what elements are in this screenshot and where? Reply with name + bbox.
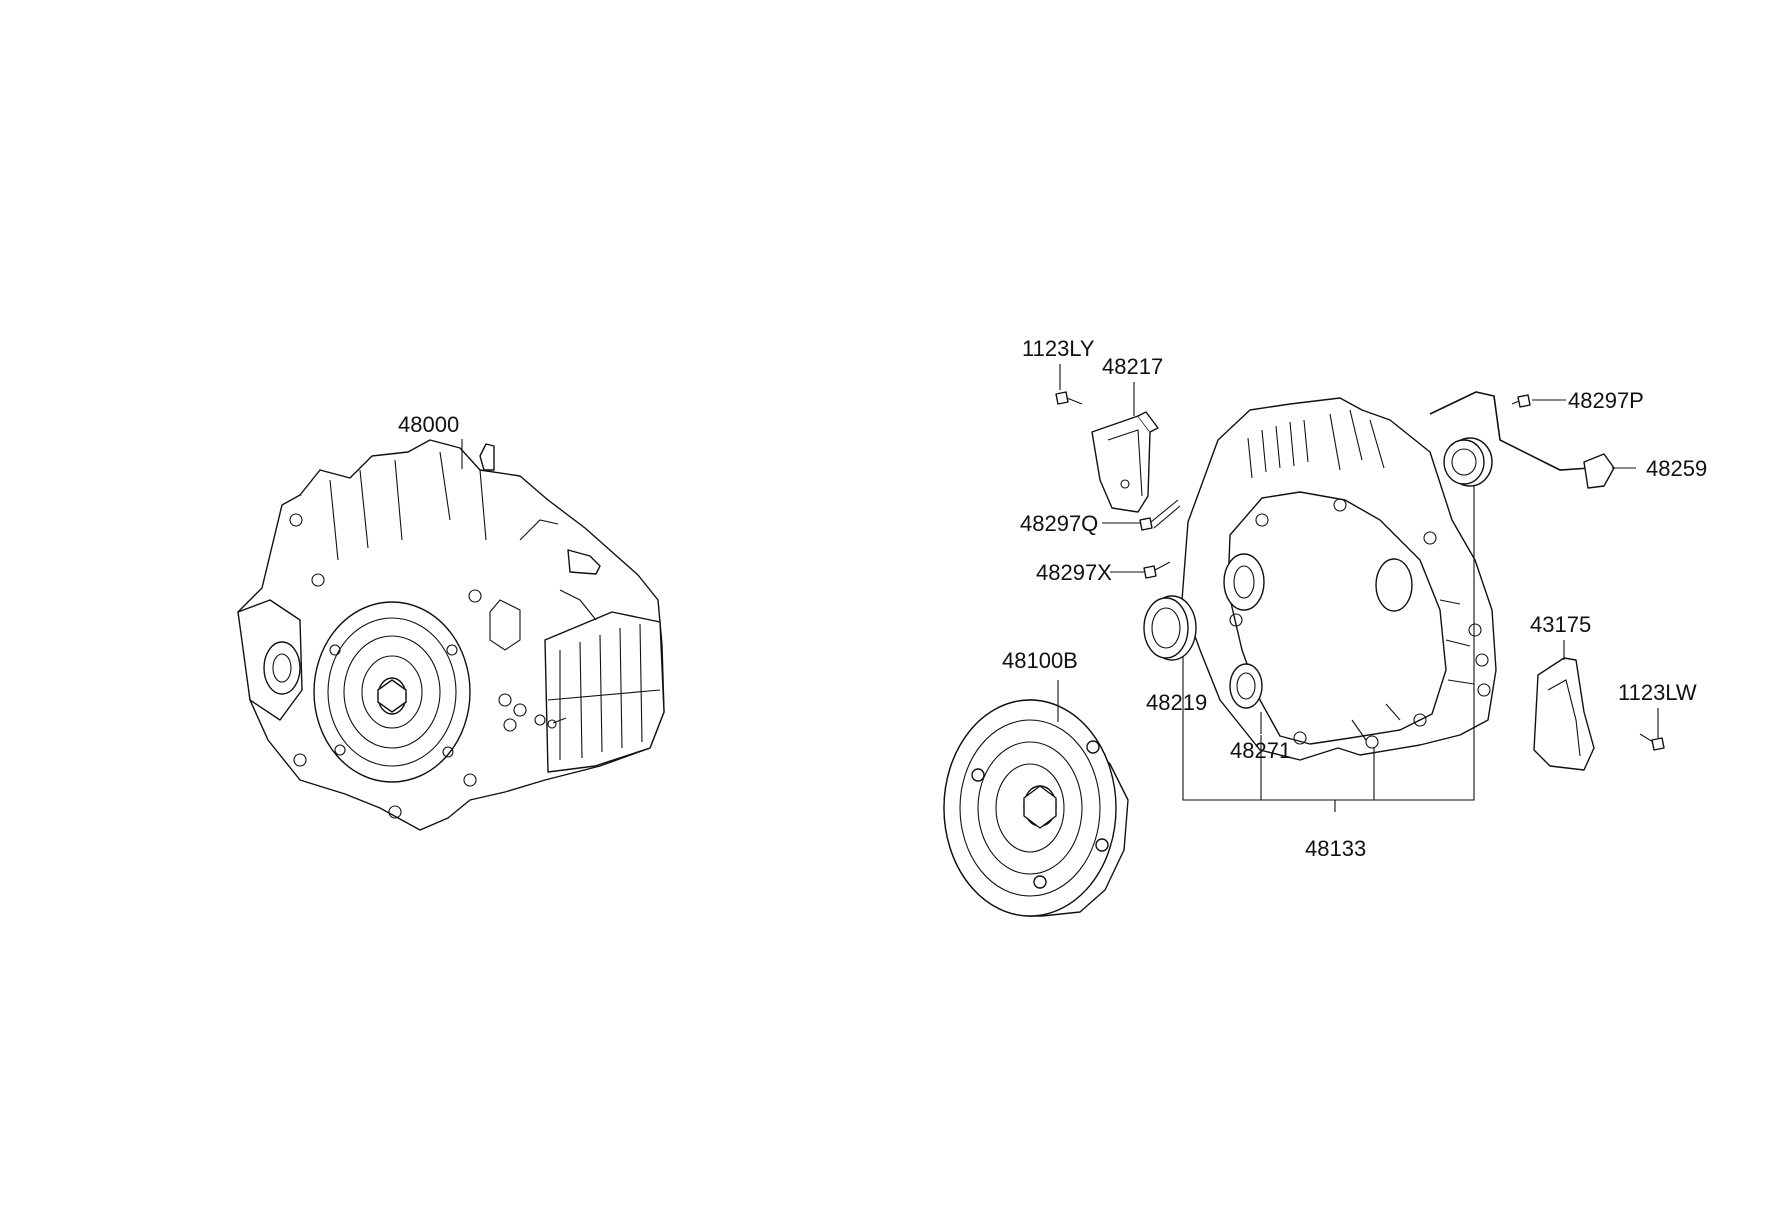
cover-43175[interactable]: [1533, 657, 1595, 771]
label-43175: 43175: [1530, 612, 1591, 637]
oil-seal-upper[interactable]: [1443, 437, 1493, 487]
bolt-48297Q[interactable]: [1139, 499, 1181, 531]
oil-seal-48219[interactable]: [1143, 595, 1197, 661]
torque-converter[interactable]: [943, 699, 1129, 917]
transmission-assembly[interactable]: [237, 439, 665, 831]
label-48297Q: 48297Q: [1020, 511, 1098, 536]
seal-ring-48271[interactable]: [1229, 663, 1263, 709]
leader-48133: [1182, 470, 1475, 812]
bolt-1123LY[interactable]: [1055, 391, 1083, 405]
label-48271: 48271: [1230, 738, 1291, 763]
bracket-48217[interactable]: [1091, 411, 1159, 513]
pipe-48259[interactable]: [1429, 391, 1615, 489]
label-48217: 48217: [1102, 354, 1163, 379]
label-48297P: 48297P: [1568, 388, 1644, 413]
label-1123LY: 1123LY: [1022, 336, 1095, 361]
label-48259: 48259: [1646, 456, 1707, 481]
label-48297X: 48297X: [1036, 560, 1112, 585]
label-48133: 48133: [1305, 836, 1366, 861]
label-48219: 48219: [1146, 690, 1207, 715]
transmission-case[interactable]: [1181, 397, 1497, 761]
bolt-48297P[interactable]: [1511, 394, 1531, 408]
label-1123LW: 1123LW: [1618, 680, 1697, 705]
label-48100B: 48100B: [1002, 648, 1078, 673]
bolt-48297X[interactable]: [1143, 561, 1171, 579]
bolt-1123LW[interactable]: [1639, 733, 1665, 751]
label-48000: 48000: [398, 412, 459, 437]
